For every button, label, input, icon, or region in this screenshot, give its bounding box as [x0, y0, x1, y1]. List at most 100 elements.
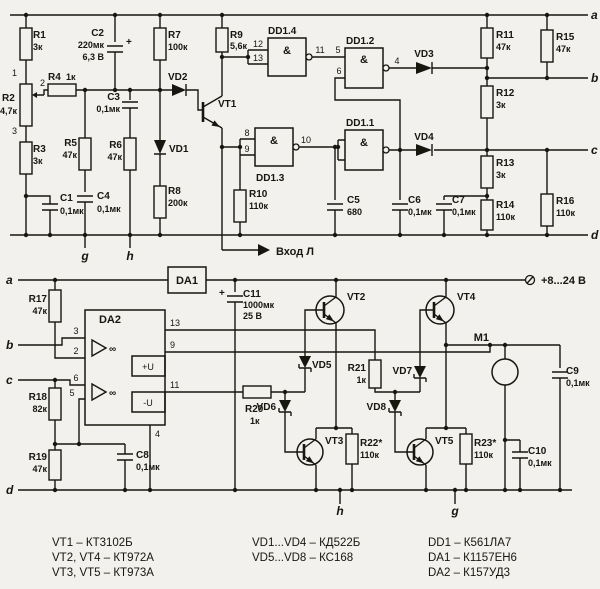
zener-VD7: [414, 366, 426, 378]
resistor-R17: [48, 289, 62, 323]
resistor-R3: [19, 141, 33, 175]
value-R1: 3к: [33, 42, 43, 52]
transistor-VT5: [406, 438, 434, 466]
label-VD7: VD7: [393, 366, 413, 377]
da2-minus-u-cell: [131, 391, 166, 413]
power-terminal-icon: [524, 274, 536, 286]
label-VT1: VT1: [218, 99, 237, 110]
label-R21: R21: [348, 363, 367, 374]
value2-C2: 6,3 В: [82, 52, 104, 62]
opamp-gain-symbol-1: ∞: [109, 344, 116, 355]
node-1: 1: [12, 68, 17, 78]
label-DD1.3: DD1.3: [256, 173, 285, 184]
value-R17: 47к: [32, 306, 47, 316]
pin-12: 12: [253, 39, 263, 49]
and-symbol-DD1.4: &: [283, 45, 291, 57]
polarity-plus-C11: +: [219, 288, 225, 299]
net-b-bottom: b: [6, 338, 13, 352]
resistor-R20: [242, 385, 272, 399]
diode-VD1: [154, 140, 166, 154]
resistor-R12: [480, 85, 494, 119]
label-R13: R13: [496, 158, 515, 169]
label-C2: С2: [91, 28, 104, 39]
label-DA2: DA2: [99, 314, 121, 326]
legend-col3-row2: DA1 – К1157ЕН6: [428, 552, 517, 564]
value-R5: 47к: [62, 150, 77, 160]
label-R10: R10: [249, 189, 268, 200]
resistor-R1: [19, 27, 33, 61]
value-R8: 200к: [168, 198, 188, 208]
resistor-R5: [78, 137, 92, 171]
value-R16: 110к: [556, 208, 576, 218]
resistor-R10: [233, 189, 247, 223]
label-VD3: VD3: [414, 49, 434, 60]
value-C6: 0,1мк: [408, 207, 432, 217]
net-b-top: b: [591, 71, 598, 85]
value-C2: 220мк: [78, 40, 105, 50]
label-R5: R5: [64, 138, 77, 149]
pin-4: 4: [394, 56, 399, 66]
value-C10: 0,1мк: [528, 458, 552, 468]
label-R12: R12: [496, 88, 515, 99]
label-R2: R2: [2, 93, 15, 104]
label-R6: R6: [109, 140, 122, 151]
zener-VD6: [279, 400, 291, 412]
resistor-R6: [123, 137, 137, 171]
resistor-R21: [368, 359, 382, 389]
value-R9: 5,6к: [230, 41, 248, 51]
net-h-bottom: h: [336, 504, 343, 518]
resistor-R15: [540, 29, 554, 63]
label-DA1: DA1: [176, 275, 198, 287]
value2-C11: 25 В: [243, 311, 263, 321]
pin-9: 9: [244, 144, 249, 154]
label-R15: R15: [556, 32, 575, 43]
pin-10: 10: [301, 135, 311, 145]
gate-DD1.2: [344, 47, 390, 89]
polarity-plus-C2: +: [126, 37, 132, 48]
diodes-top: [154, 62, 432, 156]
legend-col3-row1: DD1 – К561ЛА7: [428, 537, 511, 549]
label-C3: С3: [107, 92, 120, 103]
label-R20: R20: [245, 404, 264, 415]
transistor-VT2: [315, 295, 345, 325]
zener-VD5: [299, 356, 311, 368]
label-VT2: VT2: [347, 292, 366, 303]
value-C5: 680: [347, 207, 362, 217]
power-supply-label: +8...24 В: [541, 275, 586, 287]
label-R18: R18: [29, 392, 48, 403]
label-VT4: VT4: [457, 292, 476, 303]
legend-col3-row3: DA2 – К157УД3: [428, 567, 510, 579]
label-R23: R23*: [474, 438, 496, 449]
net-a-top: a: [591, 8, 598, 22]
value-R3: 3к: [33, 156, 43, 166]
label-VD6: VD6: [257, 402, 277, 413]
label-VD4: VD4: [414, 132, 434, 143]
label-R1: R1: [33, 30, 46, 41]
value-R21: 1к: [356, 375, 366, 385]
value-R20: 1к: [250, 416, 260, 426]
wires-top: [10, 14, 588, 251]
legend-col2-row2: VD5...VD8 – КС168: [252, 552, 353, 564]
label-VD1: VD1: [169, 144, 189, 155]
value-R19: 47к: [32, 464, 47, 474]
label-R17: R17: [29, 294, 48, 305]
regulator-DA1: [167, 266, 207, 294]
transistor-VT3: [296, 438, 324, 466]
resistor-R13: [480, 155, 494, 189]
net-a-bottom: a: [6, 273, 13, 287]
value-R12: 3к: [496, 100, 506, 110]
da2-pin-5: 5: [69, 388, 74, 398]
label-R16: R16: [556, 196, 575, 207]
transistor-VT4: [425, 295, 455, 325]
value-R6: 47к: [107, 152, 122, 162]
da2-pin-2: 2: [73, 346, 78, 356]
zener-diodes: [279, 356, 426, 412]
value-R22: 110к: [360, 450, 380, 460]
da2-pin-9: 9: [170, 340, 175, 350]
value-R13: 3к: [496, 170, 506, 180]
top-section: a b c d R1 3к 1 2 3 R2 4,7к R3 3к С1 0,1…: [0, 8, 599, 263]
resistor-R16: [540, 193, 554, 227]
label-R3: R3: [33, 144, 46, 155]
zener-VD8: [389, 400, 401, 412]
